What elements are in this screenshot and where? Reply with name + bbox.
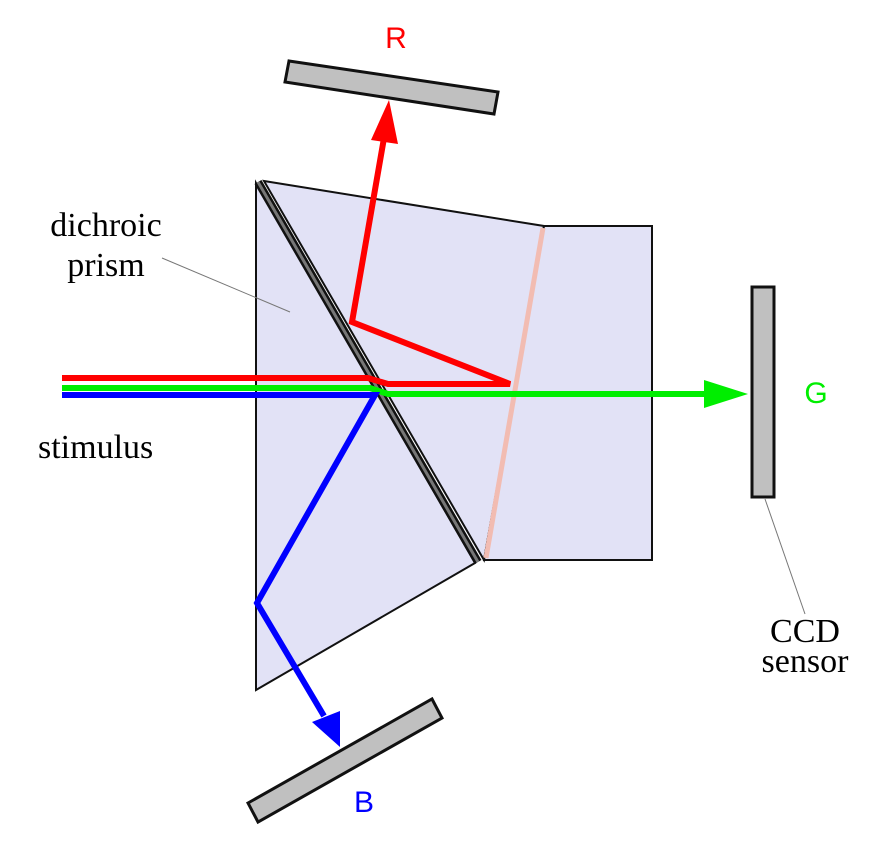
red-ccd-sensor (283, 59, 500, 116)
blue-arrowhead (312, 711, 340, 747)
prism-leader-line (161, 257, 291, 313)
blue-channel-label: B (354, 786, 374, 819)
green-ccd-sensor (750, 285, 776, 499)
sensor-leader-line (764, 498, 806, 615)
green-ray (62, 385, 712, 397)
red-arrowhead (371, 100, 398, 144)
green-channel-label: G (804, 377, 827, 410)
red-ray (62, 137, 512, 387)
red-channel-label: R (385, 22, 407, 55)
prism-label-line2: prism (67, 247, 144, 284)
blue-ray (62, 392, 381, 718)
stimulus-label: stimulus (38, 429, 153, 466)
blue-ccd-sensor (245, 696, 445, 825)
blue-reflecting-coating (256, 181, 480, 563)
prism-label-line1: dichroic (50, 207, 161, 244)
ccd-sensor-label-line2: sensor (762, 643, 850, 680)
ccd-sensor-label-line1: CCD (770, 613, 840, 650)
green-arrowhead (704, 380, 748, 408)
